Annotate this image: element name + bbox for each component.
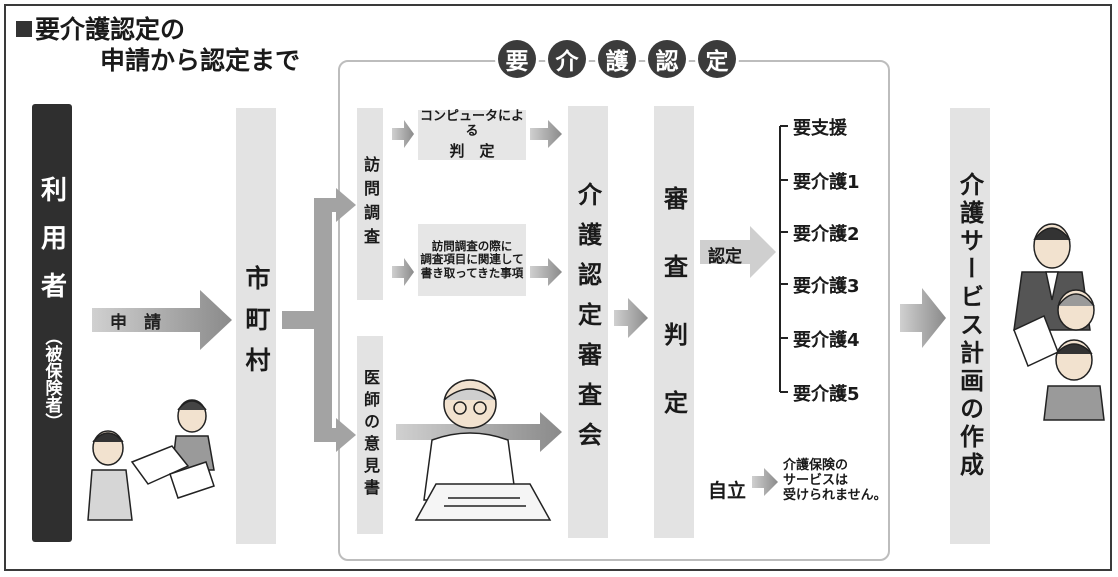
certification-badges: 要 介 護 認 定	[498, 40, 736, 78]
visit-note-line-1: 訪問調査の際に	[431, 239, 513, 254]
municipality-label: 市町村	[242, 264, 271, 388]
arrow-jiritsu	[752, 468, 778, 496]
badge-char: 定	[698, 40, 736, 78]
applicant-sublabel: （被保険者）	[41, 328, 62, 430]
diagram-title: 要介護認定の 申請から認定まで	[16, 14, 300, 76]
committee-box: 介護認定審査会	[568, 106, 608, 538]
doctor-illustration	[414, 379, 552, 521]
computer-judge-line-2: 判 定	[449, 141, 495, 160]
care-level-item: 要介護4	[793, 330, 860, 351]
care-level-item: 要介護1	[793, 172, 860, 193]
jiritsu-note-line-1: 介護保険の	[783, 458, 849, 473]
care-level-item: 要支援	[793, 118, 847, 139]
badge-char: 護	[598, 40, 636, 78]
title-line-1: 要介護認定の	[35, 15, 186, 44]
jiritsu-note-line-3: 受けられません。	[783, 488, 887, 503]
visit-survey-box: 訪問調査	[357, 108, 383, 300]
apply-arrow	[92, 290, 232, 350]
arrow-to-computer	[392, 120, 414, 148]
care-level-item: 要介護5	[793, 384, 860, 405]
arrow-from-note	[530, 258, 562, 286]
doctor-opinion-box: 医師の意見書	[357, 336, 383, 534]
care-plan-box: 介護サービス計画の作成	[950, 108, 990, 544]
arrow-to-note	[392, 258, 414, 286]
care-plan-label: 介護サービス計画の作成	[955, 172, 984, 480]
jiritsu-label: 自立	[708, 480, 747, 502]
levels-bracket	[779, 125, 788, 393]
doctor-opinion-label: 医師の意見書	[361, 369, 380, 501]
care-level-item: 要介護3	[793, 276, 860, 297]
title-bullet-square	[16, 21, 32, 37]
branch-connector	[282, 188, 356, 452]
arrow-committee-to-review	[614, 298, 648, 338]
jiritsu-note-line-2: サービスは	[783, 473, 849, 488]
care-team-illustration	[1013, 223, 1105, 421]
visit-note-box: 訪問調査の際に調査項目に関連して書き取ってきた事項	[418, 224, 526, 296]
jiritsu-note: 介護保険の サービスは 受けられません。	[783, 458, 887, 503]
nintei-label: 認定	[708, 247, 742, 267]
visit-note-line-2: 調査項目に関連して	[420, 252, 524, 267]
arrow-doctor-to-committee	[396, 412, 562, 452]
applicant-label: 利用者	[36, 176, 67, 320]
badge-char: 認	[648, 40, 686, 78]
arrow-from-computer	[530, 120, 562, 148]
arrow-to-care-plan	[900, 288, 946, 348]
arrow-nintei	[700, 226, 776, 278]
applicant-box: 利用者 （被保険者）	[32, 104, 72, 542]
visit-survey-label: 訪問調査	[361, 156, 380, 252]
visit-note-line-3: 書き取ってきた事項	[420, 265, 524, 280]
committee-label: 介護認定審査会	[573, 182, 602, 462]
care-level-item: 要介護2	[793, 224, 860, 245]
applicant-illustration	[87, 399, 215, 521]
apply-label: 申 請	[110, 313, 161, 333]
review-label: 審査判定	[659, 186, 688, 458]
badge-char: 介	[548, 40, 586, 78]
computer-judge-line-1: コンピュータによる	[419, 108, 524, 139]
municipality-box: 市町村	[236, 108, 276, 544]
badge-char: 要	[498, 40, 536, 78]
review-box: 審査判定	[654, 106, 694, 538]
title-line-2: 申請から認定まで	[100, 46, 301, 75]
computer-judge-box: コンピュータによる判 定	[418, 108, 526, 160]
